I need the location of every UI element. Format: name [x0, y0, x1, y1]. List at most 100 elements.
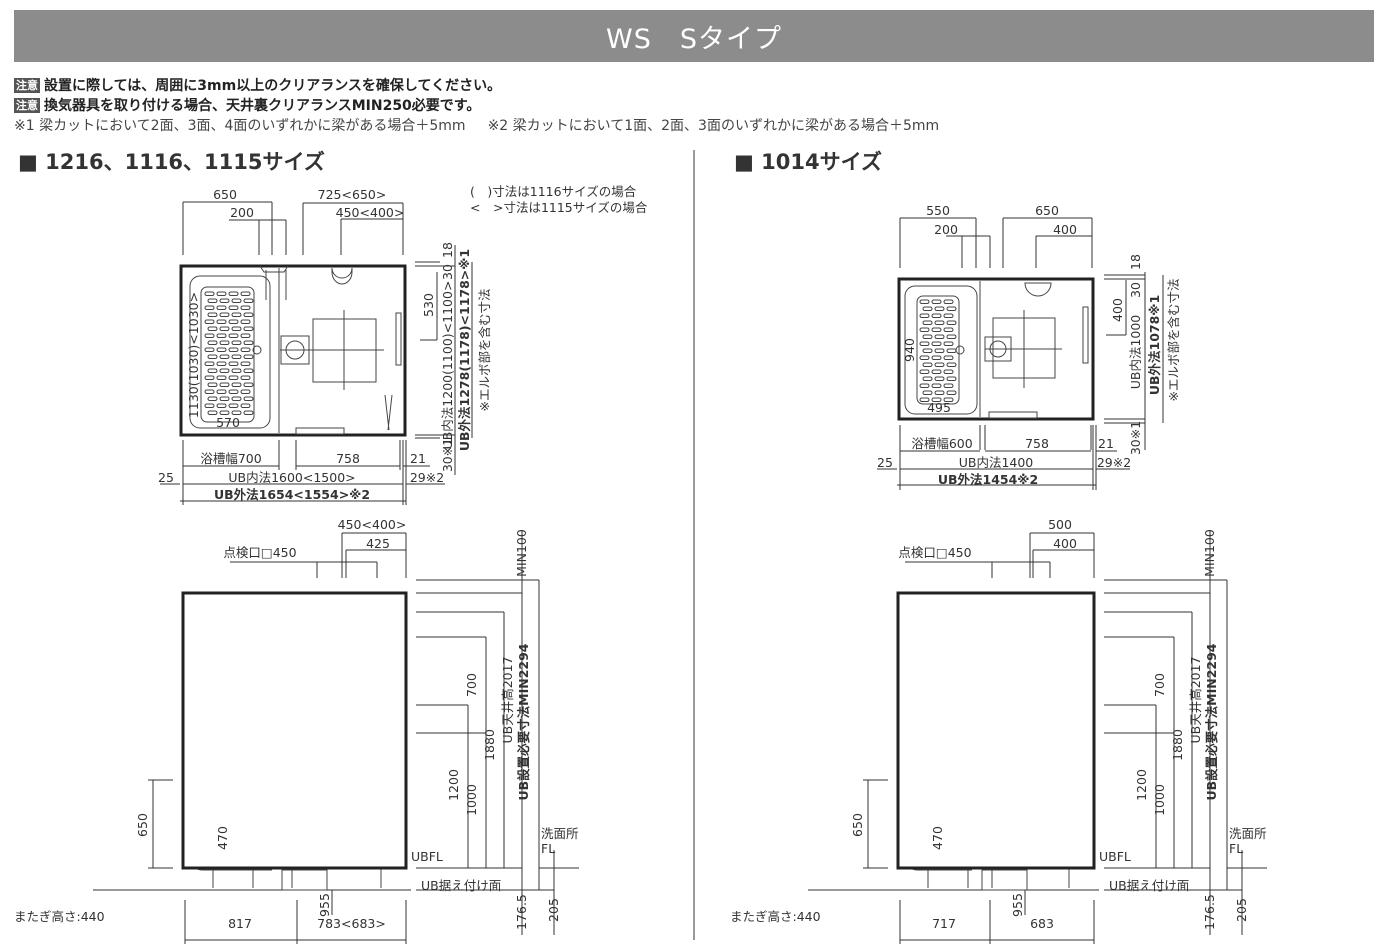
dim-top-1: 500 [1048, 517, 1072, 532]
footnotes: ※1 梁カットにおいて2面、3面、4面のいずれかに梁がある場合＋5mm※2 梁カ… [14, 115, 961, 135]
grating-slot [219, 368, 230, 373]
dim-bottom-1: 717 [932, 916, 956, 931]
grating-slot [240, 319, 251, 324]
grating-slot [919, 397, 930, 402]
dim-650: 650 [850, 813, 865, 837]
grating-slot [931, 355, 942, 360]
grating-slot [931, 383, 942, 388]
grating-slot [204, 291, 215, 296]
grating-slot [931, 369, 942, 374]
grating-slot [228, 305, 239, 310]
grating-slot [240, 333, 251, 338]
dim-570: 570 [216, 415, 240, 430]
grating-slot [228, 333, 239, 338]
drain [984, 336, 1012, 362]
dim-725: 725<650> [318, 187, 387, 202]
bathtub [904, 285, 978, 415]
drawing-line [899, 890, 1095, 944]
dim-1000: 1000 [1152, 784, 1167, 816]
label-washroom: 洗面所 [1229, 826, 1267, 841]
dim-650: 650 [135, 813, 150, 837]
caution-text: 設置に際しては、周囲に3mm以上のクリアランスを確保してください。 [44, 78, 502, 94]
grating-slot [204, 347, 215, 352]
drawing-line [184, 890, 407, 944]
grating-slot [204, 403, 215, 408]
page-title: WS Sタイプ [606, 23, 782, 55]
grating-slot [219, 298, 230, 303]
dim-450: 450<400> [336, 205, 405, 220]
dim-21: 21 [1098, 436, 1114, 451]
grating-slot [243, 354, 254, 359]
caution-note-1: 注意 設置に際しては、周囲に3mm以上のクリアランスを確保してください。 [14, 75, 501, 95]
grating-slot [240, 291, 251, 296]
grating-slot [931, 299, 942, 304]
label-ubfl: UBFL [1099, 849, 1131, 864]
grating-slot [919, 369, 930, 374]
grating-slot [943, 327, 954, 332]
dim-outer-depth: UB外法1278(1178)<1178>※1 [457, 249, 472, 451]
dim-495: 495 [927, 400, 951, 415]
label-install-surface: UB据え付け面 [1109, 878, 1189, 893]
caution-note-2: 注意 換気器具を取り付ける場合、天井裏クリアランスMIN250必要です。 [14, 95, 480, 115]
grating-slot [207, 326, 218, 331]
grating-slot [240, 305, 251, 310]
dim-470: 470 [215, 826, 230, 850]
grating-slot [931, 341, 942, 346]
dim-650: 650 [1035, 203, 1059, 218]
drawing-line [416, 579, 579, 869]
grating-slot [204, 361, 215, 366]
grating-slot [931, 397, 942, 402]
dim-400-v: 400 [1110, 298, 1125, 322]
grating-slot [934, 390, 945, 395]
grating-slot [231, 382, 242, 387]
grating-slot [243, 312, 254, 317]
grating-slot [946, 320, 957, 325]
elevation-drawing-large: 450<400> 425 点検口□450 MIN100 700 1880 UB天… [14, 517, 579, 944]
drawing-line [863, 779, 939, 869]
grating-slot [216, 347, 227, 352]
grating-slot [216, 305, 227, 310]
grating-slot [216, 403, 227, 408]
dim-outer-width: UB外法1454※2 [938, 472, 1038, 487]
dim-inner-width: UB内法1400 [959, 455, 1034, 470]
elevation-drawing-1014: 500 400 点検口□450 MIN100 700 1880 UB天井高201… [730, 517, 1267, 944]
dim-tub-width: 浴槽幅600 [911, 436, 972, 451]
grating-slot [219, 354, 230, 359]
grating-slot [243, 340, 254, 345]
washbasin-icon [331, 267, 353, 285]
dim-1000: 1000 [464, 784, 479, 816]
dim-1880: 1880 [1170, 729, 1185, 761]
grating-slot [207, 354, 218, 359]
grating-slot [231, 298, 242, 303]
grating-slot [216, 319, 227, 324]
dim-min100: MIN100 [514, 529, 529, 577]
grating-slot [922, 390, 933, 395]
label-fl: FL [1229, 841, 1243, 856]
grating-slot [943, 341, 954, 346]
grating-slot [228, 347, 239, 352]
dim-530: 530 [421, 293, 436, 317]
grating-slot [934, 376, 945, 381]
grating-slot [934, 362, 945, 367]
grating-slot [207, 312, 218, 317]
grating-slot [216, 291, 227, 296]
grating-slot [919, 327, 930, 332]
grating-slot [219, 312, 230, 317]
grating-slot [919, 313, 930, 318]
plan-drawing-1014: 浴槽幅600 758 21 25 UB内法1400 29※2 UB外法1454※… [877, 203, 1181, 490]
label-install-surface: UB据え付け面 [421, 878, 501, 893]
grating-slot [231, 326, 242, 331]
dim-21: 21 [410, 451, 426, 466]
grating-slot [934, 334, 945, 339]
grating-slot [243, 298, 254, 303]
grating-slot [946, 376, 957, 381]
grating-slot [946, 362, 957, 367]
dim-1200: 1200 [1134, 769, 1149, 801]
dim-bottom-2: 783<683> [317, 916, 386, 931]
dim-inner-depth: UB内法1200(1100)<1100> [440, 281, 455, 450]
grating-slot [240, 361, 251, 366]
grating-slot [943, 299, 954, 304]
dim-outer-width: UB外法1654<1554>※2 [214, 487, 370, 502]
grating-slot [204, 375, 215, 380]
